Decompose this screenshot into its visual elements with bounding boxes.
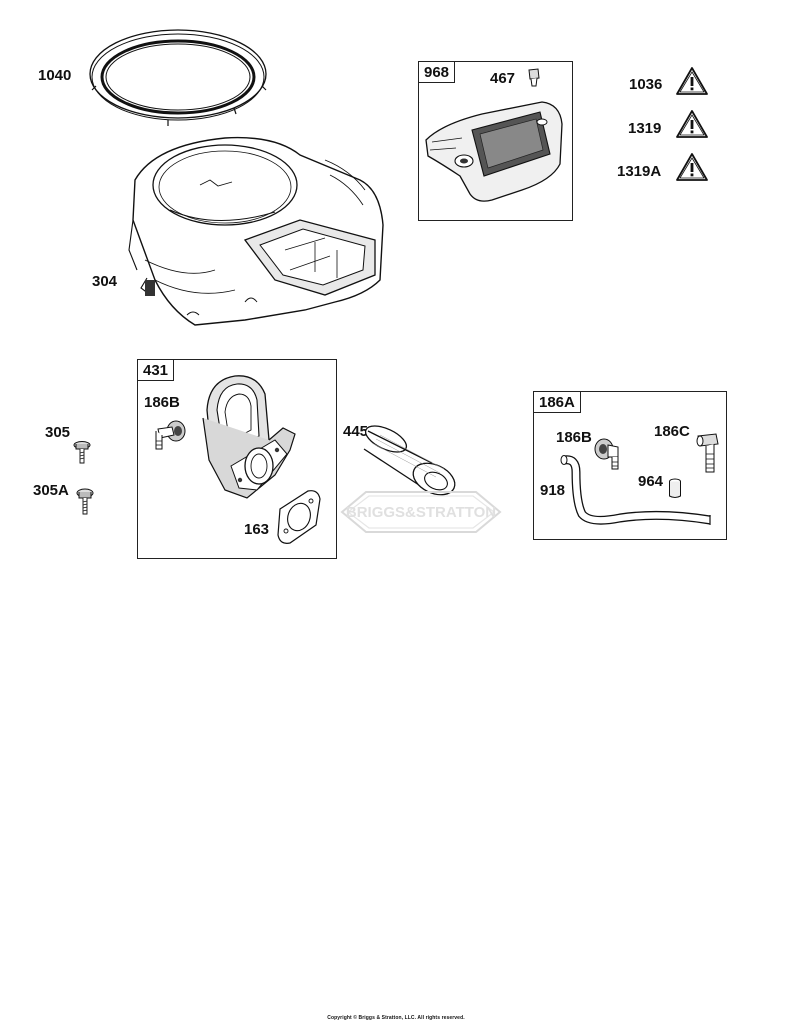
watermark-text: BRIGGS&STRATTON xyxy=(346,504,496,521)
label-186B-431: 186B xyxy=(144,394,180,411)
warning-triangle-icon[interactable] xyxy=(675,152,709,182)
assembly-label-186A: 186A xyxy=(534,392,581,413)
label-445: 445 xyxy=(343,423,369,440)
fitting-icon[interactable] xyxy=(592,437,626,473)
label-1319A: 1319A xyxy=(617,163,662,180)
air-cleaner-base-icon[interactable] xyxy=(195,370,303,510)
label-186C: 186C xyxy=(654,423,690,440)
fitting-icon[interactable] xyxy=(150,417,190,455)
label-163: 163 xyxy=(244,521,270,538)
brand-watermark-logo: BRIGGS&STRATTON xyxy=(340,491,502,533)
label-467: 467 xyxy=(490,70,516,87)
label-305: 305 xyxy=(45,424,71,441)
warning-triangle-icon[interactable] xyxy=(675,66,709,96)
label-1319: 1319 xyxy=(628,120,662,137)
copyright-notice: Copyright © Briggs & Stratton, LLC. All … xyxy=(327,1015,465,1021)
label-964: 964 xyxy=(638,473,664,490)
label-1040: 1040 xyxy=(38,67,72,84)
label-186B-186A: 186B xyxy=(556,429,592,446)
knob-icon[interactable] xyxy=(526,68,542,88)
screw-icon[interactable] xyxy=(72,440,92,466)
assembly-box-431: 431 xyxy=(137,359,337,559)
air-cleaner-cover-icon[interactable] xyxy=(422,94,568,208)
label-1036: 1036 xyxy=(629,76,663,93)
hose-icon[interactable] xyxy=(560,452,720,532)
elbow-fitting-icon[interactable] xyxy=(694,430,724,476)
label-918: 918 xyxy=(540,482,566,499)
assembly-label-968: 968 xyxy=(419,62,456,83)
shroud-ring-icon[interactable] xyxy=(84,26,274,128)
assembly-box-186A: 186A xyxy=(533,391,727,540)
blower-housing-icon[interactable] xyxy=(125,130,390,330)
label-304: 304 xyxy=(92,273,118,290)
clamp-icon[interactable] xyxy=(667,478,683,500)
assembly-label-431: 431 xyxy=(138,360,175,381)
label-305A: 305A xyxy=(33,482,69,499)
warning-triangle-icon[interactable] xyxy=(675,109,709,139)
screw-icon[interactable] xyxy=(75,487,95,517)
air-filter-icon[interactable] xyxy=(360,425,465,505)
gasket-icon[interactable] xyxy=(274,487,324,547)
assembly-box-968: 968 xyxy=(418,61,573,221)
